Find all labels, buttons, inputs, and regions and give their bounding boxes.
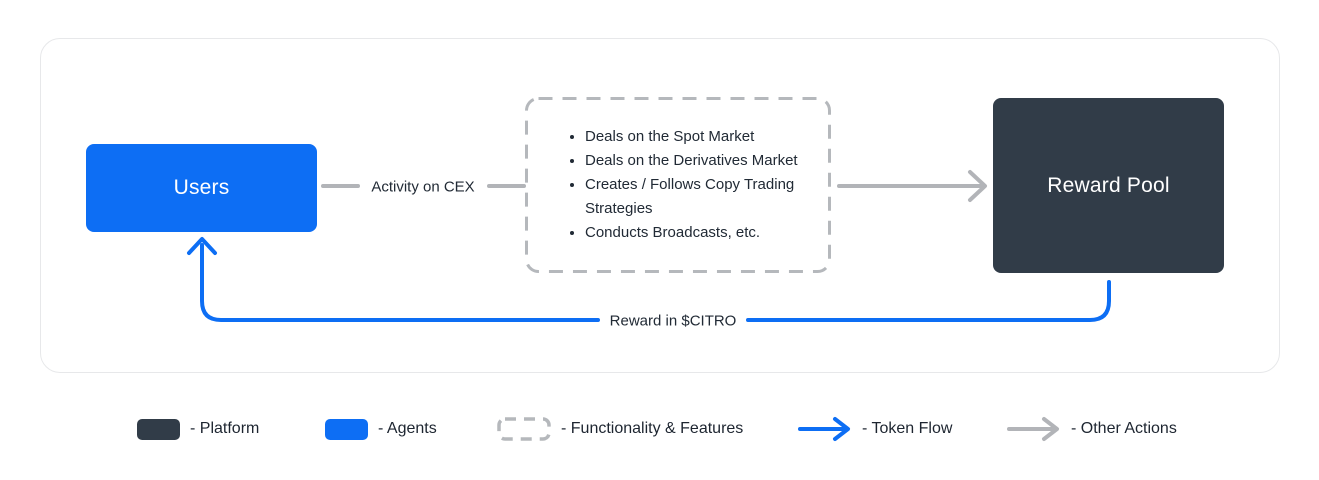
legend-item-platform: - Platform [137, 414, 259, 444]
token-flow-path-right [746, 280, 1111, 322]
legend-label-token-flow: - Token Flow [862, 420, 953, 437]
features-box: Deals on the Spot Market Deals on the De… [525, 97, 831, 273]
features-list-item: Deals on the Derivatives Market [585, 149, 813, 173]
blue-arrow-swatch [798, 417, 850, 441]
features-list-item: Deals on the Spot Market [585, 125, 813, 149]
dashed-rect-swatch [497, 417, 551, 441]
reward-pool-box-label: Reward Pool [1047, 173, 1170, 197]
users-box-label: Users [173, 176, 230, 199]
legend-item-functionality: - Functionality & Features [497, 414, 743, 444]
other-actions-arrowhead [968, 170, 987, 202]
reward-pool-box: Reward Pool [993, 98, 1224, 273]
legend-label-platform: - Platform [190, 420, 260, 437]
legend-label-other-actions: - Other Actions [1071, 420, 1177, 437]
features-list-item: Conducts Broadcasts, etc. [585, 221, 813, 245]
legend-label-agents: - Agents [378, 420, 437, 437]
legend-item-agents: - Agents [325, 414, 437, 444]
reward-flow-label: Reward in $CITRO [609, 312, 737, 330]
platform-swatch [137, 418, 180, 440]
features-list-item: Creates / Follows Copy Trading Strategie… [585, 173, 813, 221]
activity-connector-label: Activity on CEX [371, 178, 475, 196]
legend-item-other-actions: - Other Actions [1007, 414, 1177, 444]
features-list: Deals on the Spot Market Deals on the De… [525, 125, 813, 245]
users-box: Users [86, 144, 317, 232]
gray-arrow-swatch [1007, 417, 1059, 441]
legend-item-token-flow: - Token Flow [798, 414, 952, 444]
legend: - Platform - Agents - Functionality & Fe… [0, 414, 1319, 444]
token-flow-arrowhead [187, 237, 217, 255]
diagram-panel: Users Activity on CEX Deals on the Spot … [40, 38, 1280, 373]
agents-swatch [325, 418, 368, 440]
legend-label-functionality: - Functionality & Features [561, 420, 744, 437]
